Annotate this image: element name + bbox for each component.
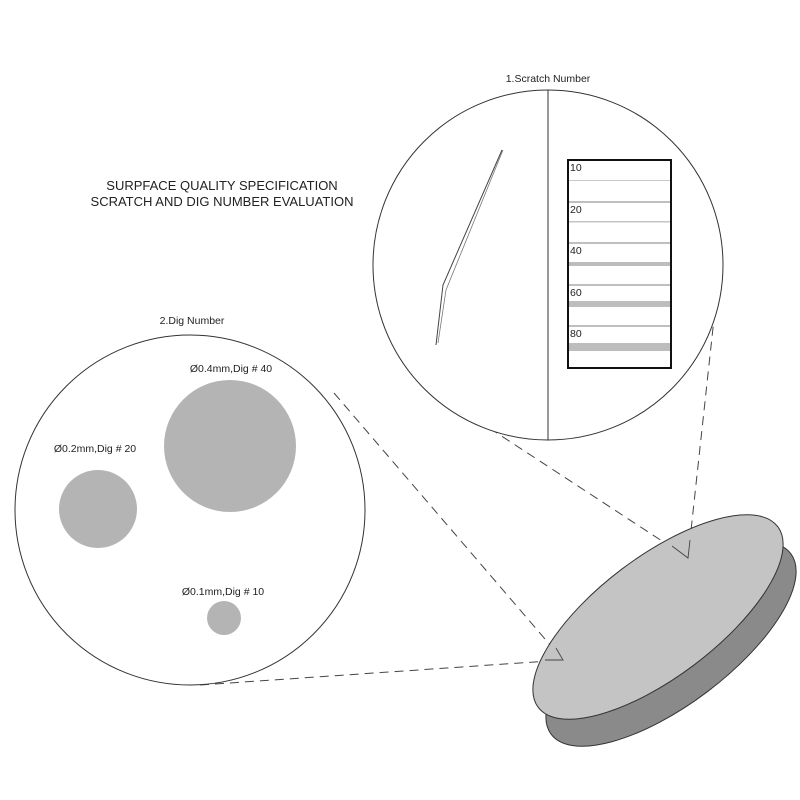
dig-40-spot (164, 380, 296, 512)
lens-top-face (532, 514, 784, 720)
dig-40-label: Ø0.4mm,Dig # 40 (190, 363, 272, 375)
scratch-number-label: 1.Scratch Number (506, 73, 591, 85)
dig-20-label: Ø0.2mm,Dig # 20 (54, 443, 136, 455)
scale-label-80: 80 (570, 328, 582, 340)
scale-band-60 (569, 301, 670, 307)
title-line-1: SURPFACE QUALITY SPECIFICATION (106, 178, 337, 193)
scratch-magnifier: 1.Scratch Number 10 20 40 60 80 (372, 73, 724, 441)
scratch-sample-line-2 (437, 149, 504, 344)
projection-line-dig-top (333, 392, 564, 661)
lens-scratch-mark (671, 539, 691, 559)
scale-band-20 (569, 221, 670, 223)
scale-band-40 (569, 262, 670, 266)
dig-20-spot (59, 470, 137, 548)
dig-10-spot (207, 601, 241, 635)
title-line-2: SCRATCH AND DIG NUMBER EVALUATION (91, 194, 354, 209)
scratch-sample-line (435, 149, 503, 346)
dig-number-label: 2.Dig Number (160, 315, 225, 327)
optical-lens (532, 514, 797, 747)
dig-magnifier: 2.Dig Number Ø0.4mm,Dig # 40 Ø0.2mm,Dig … (14, 315, 366, 686)
projection-line-scratch-right (687, 281, 719, 559)
scale-label-20: 20 (570, 204, 582, 216)
projection-line-dig-bottom (199, 659, 564, 686)
projection-line-scratch-left (476, 419, 689, 559)
scale-label-10: 10 (570, 162, 582, 174)
scale-band-10 (569, 180, 670, 181)
dig-10-label: Ø0.1mm,Dig # 10 (182, 586, 264, 598)
projection-lines (199, 281, 719, 686)
scale-band-80 (569, 343, 670, 351)
lens-dig-mark (545, 647, 564, 661)
scale-label-40: 40 (570, 245, 582, 257)
scale-label-60: 60 (570, 287, 582, 299)
